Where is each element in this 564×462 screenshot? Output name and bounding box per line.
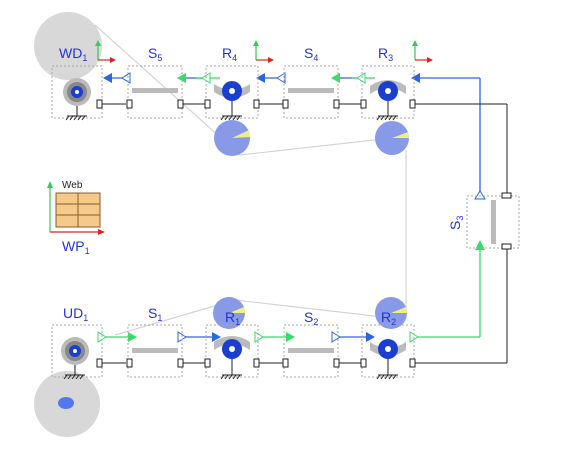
port-s5-out [121, 72, 131, 84]
r3-roller[interactable]: R3 [360, 40, 433, 121]
svg-text:S5: S5 [148, 45, 162, 63]
r4-label: R [222, 45, 232, 61]
arrow-s4-in [331, 73, 340, 83]
r2-ground-icon [376, 359, 398, 380]
r3-label-sub: 3 [388, 53, 393, 63]
ud1-label-sub: 1 [83, 313, 88, 323]
wp1-title: Web [62, 180, 83, 191]
r3-label: R [378, 45, 388, 61]
svg-text:R1: R1 [225, 309, 240, 327]
s3-label-sub: 3 [455, 216, 465, 221]
port-r3-out [356, 72, 366, 84]
wp1-axes-icon [47, 181, 105, 235]
wd1-ground-icon [65, 106, 87, 121]
s2-label: S [304, 309, 313, 325]
r1-ground-icon [220, 359, 242, 380]
r3-pie-icon [375, 121, 410, 155]
arrow-s1-in [128, 332, 137, 342]
bottom-green-flow [98, 250, 481, 338]
ud1-unwind-marker [58, 397, 74, 409]
r3-axes-icon [412, 40, 433, 63]
wp1-label-sub: 1 [85, 246, 90, 256]
arrowheads [97, 72, 486, 343]
svg-text:R3: R3 [378, 45, 393, 63]
r4-label-sub: 4 [232, 53, 237, 63]
r2-pie-icon [375, 297, 408, 329]
s5-span[interactable]: S5 [126, 45, 184, 119]
arrow-r3-in [411, 73, 420, 83]
r1-label: R [225, 309, 235, 325]
s1-label-sub: 1 [157, 313, 162, 323]
svg-text:UD1: UD1 [63, 305, 88, 323]
wd1-wind-disk [34, 12, 102, 80]
port-s3-out [474, 190, 486, 200]
r4-ground-icon [220, 101, 242, 121]
r1-label-sub: 1 [235, 317, 240, 327]
s3-span[interactable]: S3 [447, 192, 520, 250]
svg-text:S1: S1 [148, 305, 162, 323]
arrow-wd1-in [103, 73, 112, 83]
s3-label: S [447, 221, 463, 230]
r1-roller[interactable]: R1 [204, 309, 260, 380]
r4-roller[interactable]: R4 [204, 40, 274, 121]
svg-text:R2: R2 [381, 309, 396, 327]
ud1-unwinder[interactable]: UD1 [51, 305, 103, 380]
r1-pie-icon [213, 297, 246, 329]
svg-text:S4: S4 [304, 45, 318, 63]
r4-axes-icon [253, 40, 274, 63]
port-s2-out [331, 331, 341, 343]
r4-pie-icon [214, 120, 251, 156]
arrow-s3-in [475, 240, 485, 250]
wd1-label-sub: 1 [82, 53, 87, 63]
s1-label: S [148, 305, 157, 321]
ud1-label: UD [63, 305, 83, 321]
r2-label: R [381, 309, 391, 325]
port-s4-out [276, 72, 286, 84]
s2-label-sub: 2 [313, 317, 318, 327]
s1-span[interactable]: S1 [126, 305, 184, 378]
arrow-r4-in [256, 73, 265, 83]
svg-text:WD1: WD1 [59, 45, 87, 63]
s4-span[interactable]: S4 [282, 45, 340, 119]
arrow-r1-in [212, 332, 221, 342]
s2-span[interactable]: S2 [282, 309, 340, 378]
wd1-axes-icon [95, 40, 116, 63]
svg-text:R4: R4 [222, 45, 237, 63]
s5-label-sub: 5 [157, 53, 162, 63]
wp1-label: WP [62, 238, 85, 254]
svg-text:S2: S2 [304, 309, 318, 327]
s4-label-sub: 4 [313, 53, 318, 63]
arrow-s2-in [286, 332, 295, 342]
top-blue-flow [112, 77, 481, 193]
wd1-label: WD [59, 45, 82, 61]
svg-text:WP1: WP1 [62, 238, 90, 256]
mechanical-connections [100, 103, 508, 364]
wd1-winder[interactable]: WD1 [51, 40, 116, 121]
r2-label-sub: 2 [391, 317, 396, 327]
r3-ground-icon [376, 101, 398, 121]
arrow-r2-in [366, 332, 375, 342]
svg-text:S3: S3 [447, 216, 465, 230]
r2-roller[interactable]: R2 [360, 309, 416, 380]
port-r1-out [254, 331, 264, 343]
s5-label: S [148, 45, 157, 61]
ud1-ground-icon [63, 365, 85, 380]
wp1-web-properties[interactable]: Web WP1 [47, 180, 105, 256]
s4-label: S [304, 45, 313, 61]
